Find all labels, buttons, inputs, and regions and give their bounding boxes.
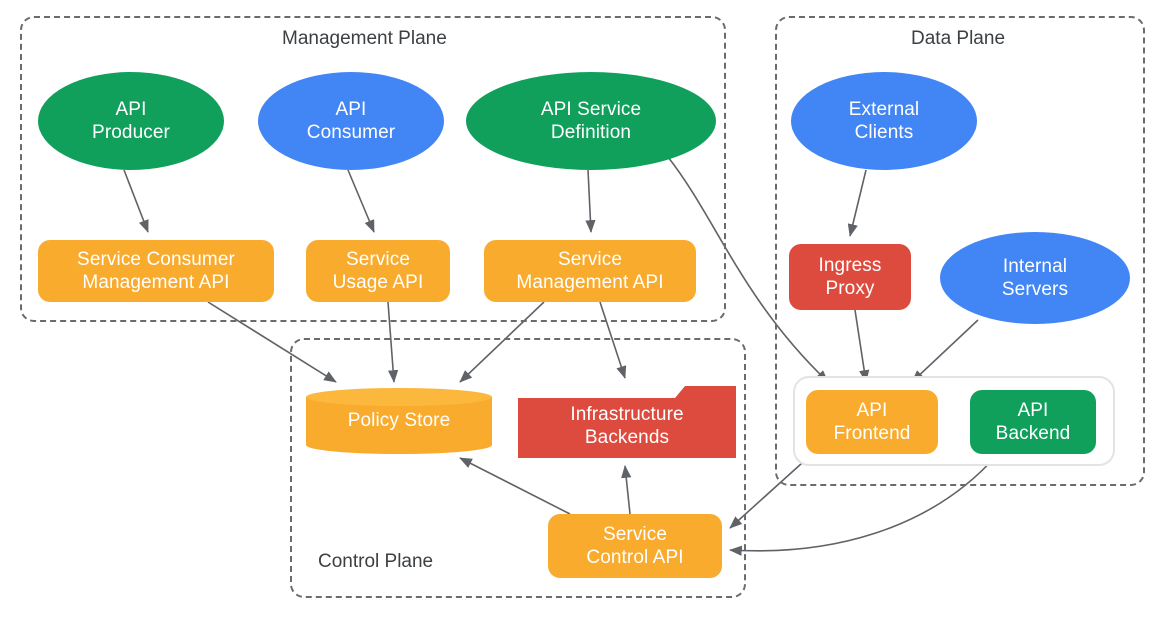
- node-label-policy-store: Policy Store: [347, 410, 451, 432]
- group-title-data-plane: Data Plane: [911, 28, 1006, 49]
- group-title-control-plane: Control Plane: [318, 551, 434, 572]
- group-title-management-plane: Management Plane: [282, 28, 447, 49]
- group-box-control-plane: [290, 338, 746, 598]
- node-policy-store[interactable]: Policy Store: [306, 388, 492, 454]
- folder-shape: [518, 386, 736, 458]
- cylinder-top: [306, 388, 492, 406]
- group-box-management-plane: [20, 16, 726, 322]
- group-box-data-plane: [775, 16, 1145, 486]
